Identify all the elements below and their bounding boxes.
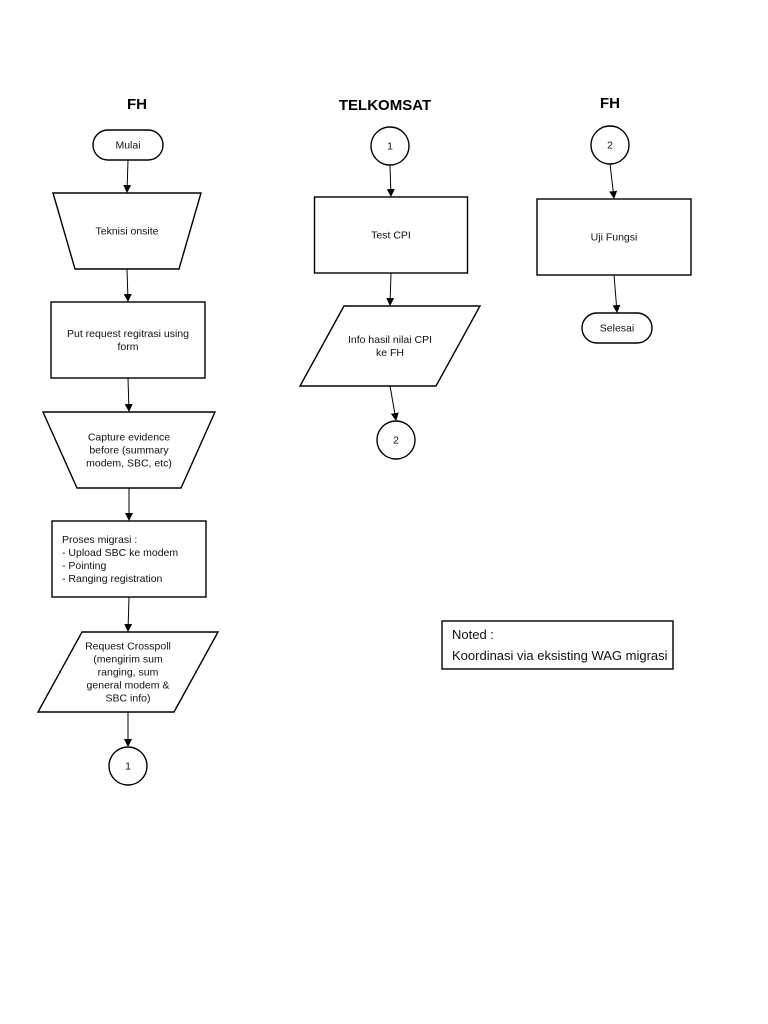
process-shape	[313, 196, 469, 274]
node-label-line: Put request regitrasi using	[67, 328, 189, 340]
node-conn-1-in: 1	[370, 126, 410, 166]
node-teknisi: Teknisi onsite	[52, 192, 202, 270]
node-label-line: 2	[393, 435, 399, 447]
node-label-line: 1	[387, 141, 393, 153]
edge-uji-fungsi-to-selesai	[612, 274, 621, 313]
node-label-line: Mulai	[115, 140, 140, 152]
manual-operation-shape	[52, 192, 202, 270]
node-label-line: ranging, sum	[98, 667, 159, 679]
node-uji-fungsi: Uji Fungsi	[536, 198, 692, 276]
node-label-line: Request Crosspoll	[85, 641, 171, 653]
terminator-shape	[581, 312, 653, 344]
node-label-line: Test CPI	[371, 230, 411, 242]
node-conn-2-out: 2	[376, 420, 416, 460]
note-box: Noted : Koordinasi via eksisting WAG mig…	[441, 620, 674, 670]
node-label-line: 1	[125, 761, 131, 773]
connector-shape	[590, 125, 630, 165]
connector-shape	[370, 126, 410, 166]
node-label-line: modem, SBC, etc)	[86, 458, 172, 470]
process-shape	[536, 198, 692, 276]
node-label-line: Capture evidence	[88, 432, 170, 444]
node-label-line: - Upload SBC ke modem	[62, 547, 178, 559]
edge-proses-to-request-crosspoll	[124, 596, 133, 632]
edge-put-request-to-capture	[124, 377, 133, 412]
node-label-line: (mengirim sum	[93, 654, 163, 666]
node-label-line: - Pointing	[62, 560, 107, 572]
node-label-line: Proses migrasi :	[62, 534, 137, 546]
process-shape	[50, 301, 206, 379]
data-shape	[298, 305, 482, 387]
node-label-line: before (summary	[89, 445, 169, 457]
node-label-line: Uji Fungsi	[591, 232, 638, 244]
node-label-line: SBC info)	[106, 693, 151, 705]
node-label-line: ke FH	[376, 347, 404, 359]
note-title: Noted :	[452, 627, 494, 642]
note-body: Koordinasi via eksisting WAG migrasi	[452, 648, 668, 663]
node-label-line: Teknisi onsite	[95, 226, 158, 238]
node-test-cpi: Test CPI	[313, 196, 469, 274]
data-shape	[36, 631, 220, 713]
lane-title-telkomsat: TELKOMSAT	[339, 97, 431, 114]
node-label-line: general modem &	[87, 680, 170, 692]
edge-mulai-to-teknisi	[123, 159, 132, 193]
edge-teknisi-to-put-request	[123, 268, 132, 302]
node-label-line: Selesai	[600, 323, 634, 335]
node-label-line: form	[118, 341, 139, 353]
connector-shape	[376, 420, 416, 460]
edge-info-hasil-to-conn-2-out	[389, 385, 399, 421]
edge-conn-1-in-to-test-cpi	[386, 164, 395, 197]
node-label-line: - Ranging registration	[62, 573, 163, 585]
node-proses: Proses migrasi :- Upload SBC ke modem- P…	[51, 520, 207, 598]
node-label-line: Info hasil nilai CPI	[348, 334, 432, 346]
lane-title-fh-left: FH	[127, 96, 147, 113]
node-mulai: Mulai	[92, 129, 164, 161]
edge-test-cpi-to-info-hasil	[386, 272, 395, 306]
node-selesai: Selesai	[581, 312, 653, 344]
node-conn-2-in: 2	[590, 125, 630, 165]
process-shape	[51, 520, 207, 598]
lane-title-fh-right: FH	[600, 95, 620, 112]
node-conn-1-out: 1	[108, 746, 148, 786]
connector-shape	[108, 746, 148, 786]
edge-conn-2-in-to-uji-fungsi	[609, 163, 618, 199]
manual-operation-shape	[41, 411, 217, 489]
terminator-shape	[92, 129, 164, 161]
node-label-line: 2	[607, 140, 613, 152]
